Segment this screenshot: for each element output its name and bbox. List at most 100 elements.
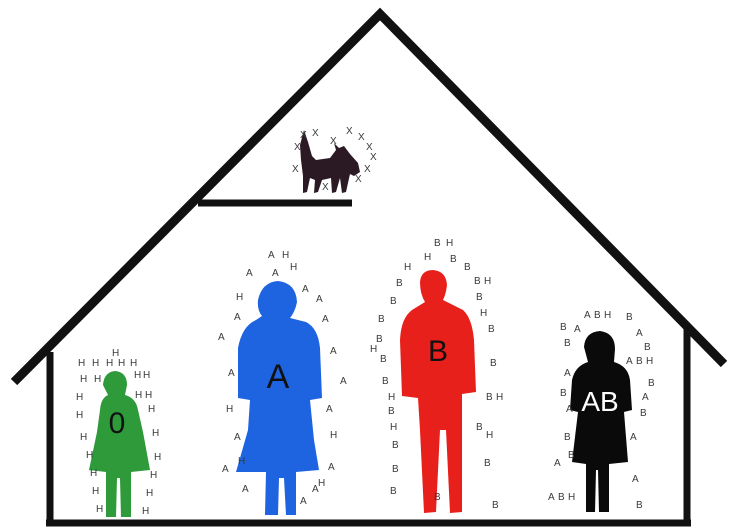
antigen-letter: A: [566, 404, 573, 415]
antigen-letter: A: [268, 250, 275, 261]
antigen-letter: H: [646, 356, 653, 367]
cat-x-mark: X: [292, 164, 299, 175]
cat-x-mark: X: [370, 152, 377, 163]
figure-type-b: B: [400, 270, 476, 513]
antigen-letter: H: [145, 390, 152, 401]
antigen-letter: B: [474, 276, 481, 287]
antigen-letter: B: [492, 500, 499, 511]
figure-type-a: A: [236, 281, 322, 515]
antigen-letter: H: [135, 390, 142, 401]
antigen-letter: A: [302, 284, 309, 295]
antigen-letter: B: [594, 310, 601, 321]
antigen-letter: B: [560, 322, 567, 333]
antigen-letter: H: [282, 250, 289, 261]
antigen-letter: H: [80, 374, 87, 385]
antigen-letter: H: [92, 486, 99, 497]
antigen-letter: B: [490, 358, 497, 369]
antigen-letter: B: [450, 254, 457, 265]
antigen-letter: H: [226, 404, 233, 415]
antigen-letter: H: [484, 276, 491, 287]
antigen-letter: H: [78, 358, 85, 369]
antigen-letter: H: [318, 478, 325, 489]
antigen-letter: H: [146, 488, 153, 499]
antigen-letter: B: [636, 500, 643, 511]
blood-type-label-0: 0: [109, 407, 126, 440]
figure-type-ab: AB: [570, 331, 632, 512]
antigen-letter: H: [604, 310, 611, 321]
antigen-letter: H: [480, 308, 487, 319]
antigen-letter: B: [488, 324, 495, 335]
cat-x-mark: X: [358, 132, 365, 143]
antigen-letter: A: [242, 484, 249, 495]
antigen-letter: B: [558, 492, 565, 503]
antigen-letter: H: [90, 468, 97, 479]
cat-x-mark: X: [312, 128, 319, 139]
cat-x-mark: X: [364, 164, 371, 175]
antigen-letter: B: [396, 278, 403, 289]
antigen-letter: H: [106, 358, 113, 369]
antigen-letter: H: [404, 262, 411, 273]
antigen-letter: B: [476, 422, 483, 433]
antigen-letter: A: [328, 462, 335, 473]
antigen-letter: B: [392, 464, 399, 475]
antigen-letter: H: [142, 506, 149, 517]
cat-x-mark: X: [355, 174, 362, 185]
antigen-letter: B: [648, 378, 655, 389]
antigen-letter: A: [642, 392, 649, 403]
cat-x-mark: X: [294, 142, 301, 153]
antigen-letter: H: [486, 430, 493, 441]
blood-type-label-b: B: [428, 335, 448, 368]
antigen-letter: A: [554, 458, 561, 469]
antigen-letter: B: [390, 296, 397, 307]
antigen-letter: H: [152, 428, 159, 439]
antigen-letter: H: [148, 404, 155, 415]
antigen-letter: H: [238, 456, 245, 467]
antigen-letter: B: [434, 492, 441, 503]
antigen-letter: H: [154, 452, 161, 463]
person-silhouette-a: [236, 281, 322, 515]
antigen-letter: B: [644, 342, 651, 353]
cat-x-mark: X: [300, 130, 307, 141]
antigen-letter: H: [496, 392, 503, 403]
antigen-letter: B: [564, 432, 571, 443]
antigen-letter: H: [76, 410, 83, 421]
antigen-letter: B: [390, 486, 397, 497]
antigen-letter: A: [564, 368, 571, 379]
antigen-letter: A: [548, 492, 555, 503]
antigen-letter: B: [382, 376, 389, 387]
antigen-letter: B: [560, 388, 567, 399]
antigen-letter: B: [636, 356, 643, 367]
antigen-letter: H: [134, 370, 141, 381]
antigen-letter: H: [370, 344, 377, 355]
antigen-letter: B: [434, 238, 441, 249]
antigen-letter: H: [290, 262, 297, 273]
antigen-letter: A: [272, 268, 279, 279]
antigen-letter: A: [326, 404, 333, 415]
antigen-letter: H: [86, 450, 93, 461]
antigen-letter: A: [218, 332, 225, 343]
antigen-letter: A: [630, 432, 637, 443]
person-silhouette-ab: [570, 331, 632, 512]
antigen-letter: H: [390, 422, 397, 433]
cat-x-mark: X: [330, 136, 337, 147]
antigen-letter: H: [446, 238, 453, 249]
antigen-letter: A: [300, 496, 307, 507]
person-silhouette-b: [400, 270, 476, 513]
antigen-letter: A: [222, 464, 229, 475]
antigen-letter: H: [424, 252, 431, 263]
antigen-letter: H: [118, 358, 125, 369]
antigen-letter: H: [568, 492, 575, 503]
antigen-letter: H: [76, 392, 83, 403]
antigen-letter: H: [388, 392, 395, 403]
antigen-letter: B: [392, 440, 399, 451]
blood-type-label-ab: AB: [581, 386, 618, 417]
antigen-letter: B: [564, 338, 571, 349]
antigen-letter: A: [228, 368, 235, 379]
antigen-letter: H: [150, 470, 157, 481]
antigen-letter: A: [322, 314, 329, 325]
antigen-letter: A: [330, 346, 337, 357]
antigen-letter: B: [380, 354, 387, 365]
cat-x-mark: X: [322, 182, 329, 193]
antigen-letter: A: [584, 310, 591, 321]
antigen-letter: A: [574, 324, 581, 335]
